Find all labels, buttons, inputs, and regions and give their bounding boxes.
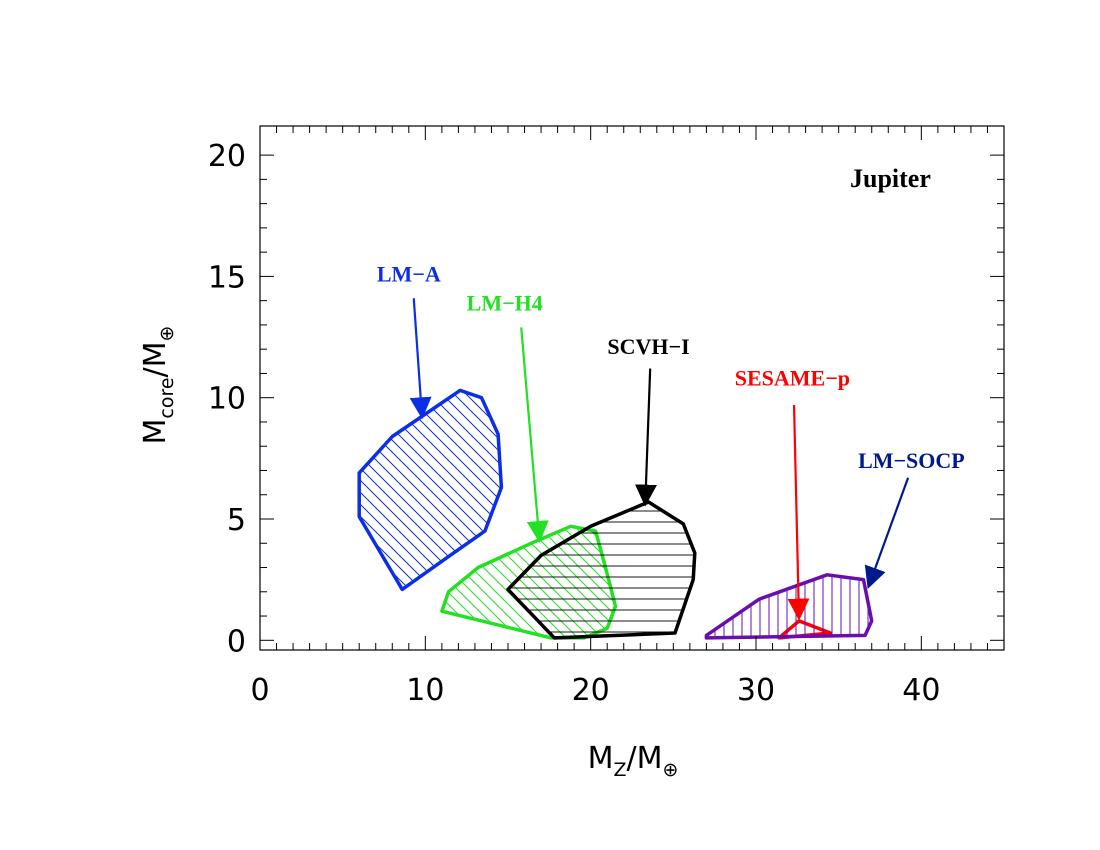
- x-tick-label: 40: [902, 673, 940, 708]
- y-tick-label: 15: [208, 260, 246, 295]
- label-scvh-i: SCVH−I: [607, 334, 689, 359]
- arrow-sesame-p: [787, 404, 810, 621]
- arrow-lm-a: [409, 298, 432, 420]
- x-tick-label: 0: [250, 673, 269, 708]
- y-axis-title-tail-sub: ⊕: [156, 326, 178, 342]
- x-axis-title-tail-sub: ⊕: [663, 759, 679, 781]
- x-tick-label: 20: [572, 673, 610, 708]
- plot-frame: [259, 125, 1005, 651]
- x-axis-title-main: M: [588, 741, 614, 776]
- region-lm-a: [357, 388, 504, 592]
- x-axis-title: MZ/M⊕: [588, 741, 679, 781]
- region-lm-socp: [704, 573, 874, 640]
- planet-annotation: Jupiter: [850, 164, 931, 193]
- x-tick-label: 10: [406, 673, 444, 708]
- y-axis-title-main: M: [138, 419, 173, 445]
- y-axis-title-sub: core: [156, 377, 178, 418]
- label-sesame-p: SESAME−p: [735, 366, 850, 391]
- label-lm-a: LM−A: [377, 261, 441, 286]
- region-scvh-i: [506, 500, 697, 640]
- y-axis-title: Mcore/M⊕: [138, 326, 178, 445]
- y-tick-label: 20: [208, 139, 246, 174]
- label-lm-socp: LM−SOCP: [858, 448, 965, 473]
- arrow-scvh-i: [634, 368, 657, 507]
- arrow-lm-socp: [864, 477, 910, 589]
- x-tick-label: 30: [737, 673, 775, 708]
- label-lm-h4: LM−H4: [467, 290, 543, 315]
- arrow-lm-h4: [520, 327, 549, 544]
- x-axis-title-tail: /M: [627, 741, 663, 776]
- y-tick-label: 10: [208, 382, 246, 417]
- y-tick-label: 0: [227, 624, 246, 659]
- x-axis-title-sub: Z: [613, 759, 626, 781]
- axes-layer: 0 10 20 30 40 0 5 10 15 20: [208, 125, 1005, 708]
- y-axis-title-tail: /M: [138, 341, 173, 377]
- y-tick-label: 5: [227, 503, 246, 538]
